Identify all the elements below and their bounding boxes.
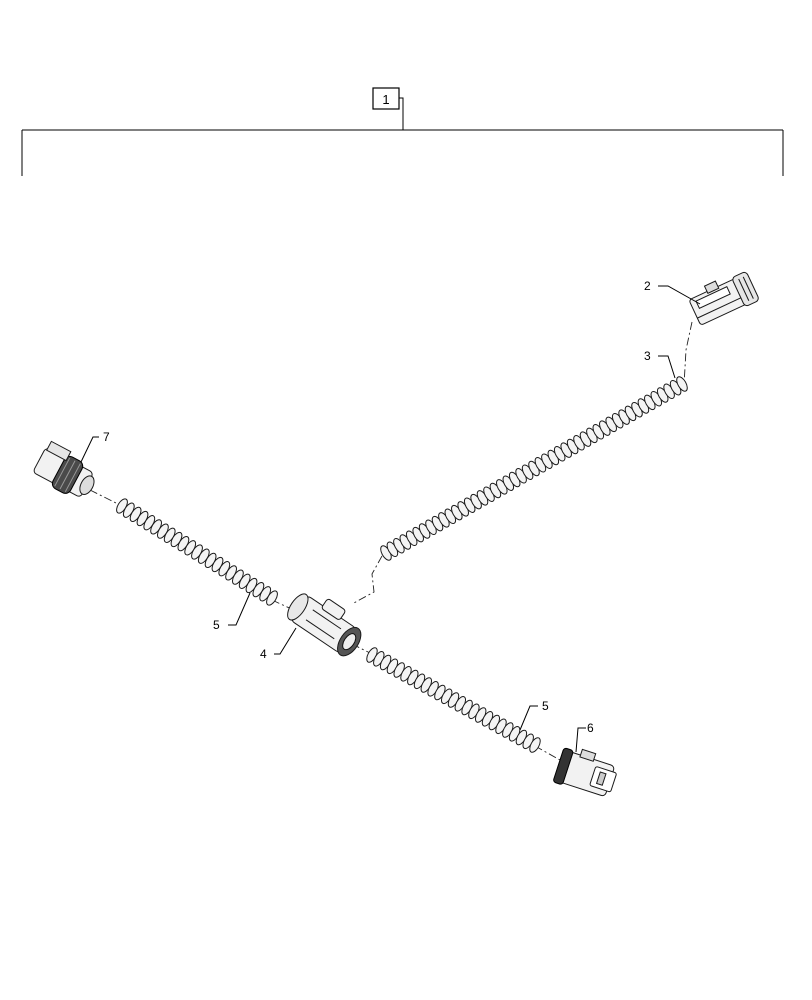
- callout-leaders: [80, 285, 701, 753]
- tube-ring: [529, 737, 541, 753]
- centerline-7-5: [89, 489, 123, 507]
- callout-4: 4: [260, 647, 267, 661]
- bracket-stem: [399, 97, 404, 130]
- callout-6: 6: [587, 721, 594, 735]
- leader-6: [575, 727, 586, 753]
- convoluted-tube-long: [380, 376, 688, 561]
- convoluted-tube-right: [366, 647, 541, 753]
- leader-5-right: [519, 705, 538, 731]
- centerline-5-6: [534, 745, 561, 761]
- leader-7: [80, 436, 99, 463]
- connector-part-2: [689, 271, 759, 325]
- convoluted-tube-left: [116, 498, 278, 606]
- callout-7: 7: [103, 430, 110, 444]
- leader-5-left: [228, 592, 251, 626]
- leader-3: [658, 355, 676, 379]
- tube-ring: [266, 590, 278, 606]
- connector-part-7: [33, 440, 95, 497]
- callout-numbers: 2 3 4 5 5 6 7: [103, 279, 651, 735]
- assembly-bracket: 1: [21, 87, 784, 176]
- callout-5-left: 5: [213, 618, 220, 632]
- callout-3: 3: [644, 349, 651, 363]
- connector-part-6: [553, 747, 617, 797]
- callout-2: 2: [644, 279, 651, 293]
- tube-ring: [676, 376, 688, 392]
- junction-part-4: [287, 593, 362, 657]
- leader-2: [658, 285, 701, 305]
- leader-4: [274, 627, 297, 655]
- centerline-3-4: [351, 555, 383, 605]
- centerline-2-3: [683, 321, 693, 386]
- item-label: 1: [382, 92, 389, 107]
- callout-5-right: 5: [542, 699, 549, 713]
